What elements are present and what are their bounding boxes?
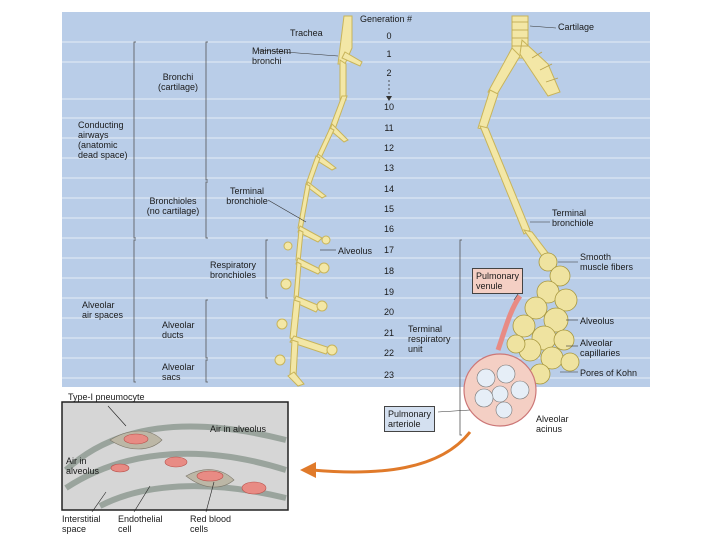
pulmonary-venule-label: Pulmonary venule <box>472 268 523 294</box>
gen-12: 12 <box>374 143 404 153</box>
terminal-bronchiole-right-label: Terminal bronchiole <box>552 208 594 228</box>
smooth-muscle-label: Smooth muscle fibers <box>580 252 633 272</box>
alveolar-capillaries-label: Alveolar capillaries <box>580 338 620 358</box>
gen-17: 17 <box>374 245 404 255</box>
gen-20: 20 <box>374 307 404 317</box>
zoom-arrowhead <box>300 462 316 478</box>
air-in-alveolus-left-label: Air in alveolus <box>66 456 99 476</box>
terminal-respiratory-unit-label: Terminal respiratory unit <box>408 324 451 354</box>
generation-header: Generation # <box>360 14 412 24</box>
air-in-alveolus-right-label: Air in alveolus <box>210 424 266 434</box>
interstitial-space-label: Interstitial space <box>62 514 101 534</box>
gen-21: 21 <box>374 328 404 338</box>
gen-23: 23 <box>374 370 404 380</box>
gen-14: 14 <box>374 184 404 194</box>
alveolar-acinus-label: Alveolar acinus <box>536 414 569 434</box>
gen-22: 22 <box>374 348 404 358</box>
gen-0: 0 <box>374 31 404 41</box>
alveolar-ducts-label: Alveolar ducts <box>162 320 195 340</box>
type1-pneumocyte-label: Type-I pneumocyte <box>68 392 145 402</box>
gen-18: 18 <box>374 266 404 276</box>
alveolus-mid-label: Alveolus <box>338 246 372 256</box>
endothelial-cell-label: Endothelial cell <box>118 514 163 534</box>
bronchioles-label: Bronchioles (no cartilage) <box>140 196 206 216</box>
gen-13: 13 <box>374 163 404 173</box>
alveolar-air-spaces-label: Alveolar air spaces <box>82 300 123 320</box>
gen-2: 2 <box>374 68 404 78</box>
gen-15: 15 <box>374 204 404 214</box>
gen-10: 10 <box>374 102 404 112</box>
gen-19: 19 <box>374 287 404 297</box>
respiratory-bronchioles-label: Respiratory bronchioles <box>210 260 256 280</box>
conducting-airways-label: Conducting airways (anatomic dead space) <box>78 120 128 160</box>
bronchi-label: Bronchi (cartilage) <box>150 72 206 92</box>
alveolar-sacs-label: Alveolar sacs <box>162 362 195 382</box>
red-blood-cells-label: Red blood cells <box>190 514 231 534</box>
mainstem-bronchi-label: Mainstem bronchi <box>252 46 291 66</box>
terminal-bronchiole-mid-label: Terminal bronchiole <box>222 186 272 206</box>
trachea-label: Trachea <box>290 28 323 38</box>
alveolus-right-label: Alveolus <box>580 316 614 326</box>
cartilage-label: Cartilage <box>558 22 594 32</box>
gen-11: 11 <box>374 123 404 133</box>
gen-1: 1 <box>374 49 404 59</box>
pores-of-kohn-label: Pores of Kohn <box>580 368 637 378</box>
gen-16: 16 <box>374 224 404 234</box>
pulmonary-arteriole-label: Pulmonary arteriole <box>384 406 435 432</box>
zoom-arrow <box>312 432 470 472</box>
